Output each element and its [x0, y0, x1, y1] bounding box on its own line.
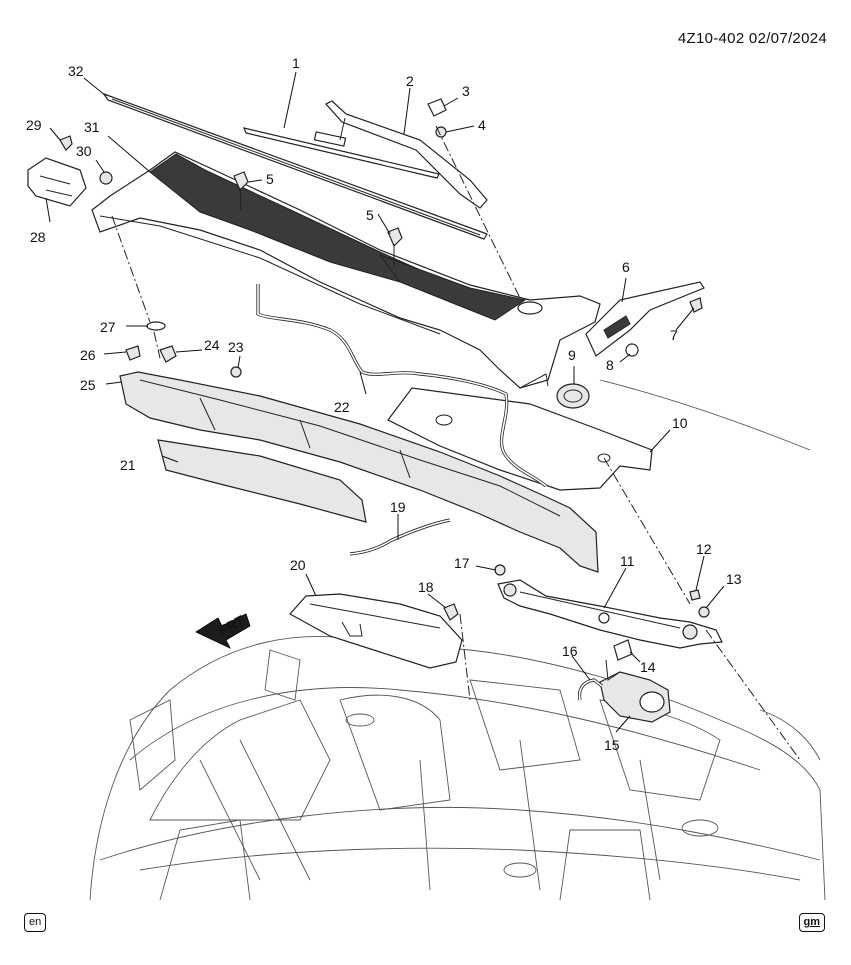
- callout-18: 18: [418, 579, 434, 595]
- gm-logo-badge: gm: [798, 913, 825, 932]
- callout-14: 14: [640, 659, 656, 675]
- part-9-grommet: [556, 383, 590, 409]
- callout-17: 17: [454, 555, 470, 571]
- part-15-wiper-motor: [599, 659, 671, 723]
- callout-7: 7: [670, 327, 678, 343]
- part-23-screw: [230, 366, 242, 378]
- part-27-washer: [146, 321, 166, 331]
- callout-20: 20: [290, 557, 306, 573]
- language-badge[interactable]: en: [24, 913, 47, 932]
- part-13-nut: [698, 606, 710, 618]
- part-2-wiper-arm: [325, 100, 488, 209]
- part-11-wiper-linkage: [497, 579, 723, 649]
- callout-5-lower: 5: [366, 207, 374, 223]
- callout-31: 31: [84, 119, 100, 135]
- callout-19: 19: [390, 499, 406, 515]
- callout-9: 9: [568, 347, 576, 363]
- part-29-bolt: [59, 135, 73, 151]
- callout-21: 21: [120, 457, 136, 473]
- leader-lines: [45, 71, 725, 733]
- part-31-air-inlet-grille-panel: [91, 151, 601, 389]
- callout-27: 27: [100, 319, 116, 335]
- callout-32: 32: [68, 63, 84, 79]
- part-16-harness-connector: [577, 678, 603, 701]
- part-10-water-deflector: [387, 387, 653, 491]
- front-direction-arrow: FRT: [195, 612, 251, 649]
- part-26-push-pin: [125, 345, 141, 361]
- callout-29: 29: [26, 117, 42, 133]
- callout-13: 13: [726, 571, 742, 587]
- part-14-crank-arm: [613, 639, 633, 661]
- callout-26: 26: [80, 347, 96, 363]
- callout-25: 25: [80, 377, 96, 393]
- part-25-cowl-lower-panel: [119, 371, 599, 573]
- part-28-bracket: [27, 157, 87, 207]
- callout-22: 22: [334, 399, 350, 415]
- alignment-lines: [111, 125, 801, 761]
- callout-1: 1: [292, 55, 300, 71]
- vehicle-front-body: [89, 379, 826, 901]
- callout-28: 28: [30, 229, 46, 245]
- part-12-bolt: [689, 589, 701, 601]
- part-30-nut: [99, 171, 113, 185]
- callout-15: 15: [604, 737, 620, 753]
- part-18-clip: [443, 603, 459, 621]
- part-22-washer-hose: [256, 284, 548, 488]
- part-6-side-cover: [585, 281, 705, 357]
- callout-30: 30: [76, 143, 92, 159]
- callout-12: 12: [696, 541, 712, 557]
- part-3-arm-cap: [427, 98, 447, 117]
- part-5-clip-lower: [387, 227, 403, 268]
- part-21-seal-strip: [157, 439, 367, 523]
- callout-labels: 32 1 2 3 4 5 5 6 7 8 9 10 11 12 13 14 15…: [26, 55, 742, 753]
- part-1-wiper-blade: [243, 127, 440, 179]
- part-20-cowl-drain-tray: [289, 593, 463, 669]
- part-24-clip: [159, 345, 177, 363]
- part-32-wiper-blade: [102, 92, 488, 240]
- callout-3: 3: [462, 83, 470, 99]
- callout-11: 11: [620, 553, 635, 569]
- callout-2: 2: [406, 73, 414, 89]
- callout-16: 16: [562, 643, 578, 659]
- callout-24: 24: [204, 337, 220, 353]
- document-code: 4Z10-402 02/07/2024: [677, 30, 827, 47]
- part-17-bolt: [494, 564, 506, 576]
- part-19-washer-hose: [349, 518, 451, 556]
- callout-10: 10: [672, 415, 688, 431]
- callout-23: 23: [228, 339, 244, 355]
- callout-4: 4: [478, 117, 486, 133]
- callout-8: 8: [606, 357, 614, 373]
- callout-5-upper: 5: [266, 171, 274, 187]
- callout-6: 6: [622, 259, 630, 275]
- part-8-grommet: [625, 343, 639, 357]
